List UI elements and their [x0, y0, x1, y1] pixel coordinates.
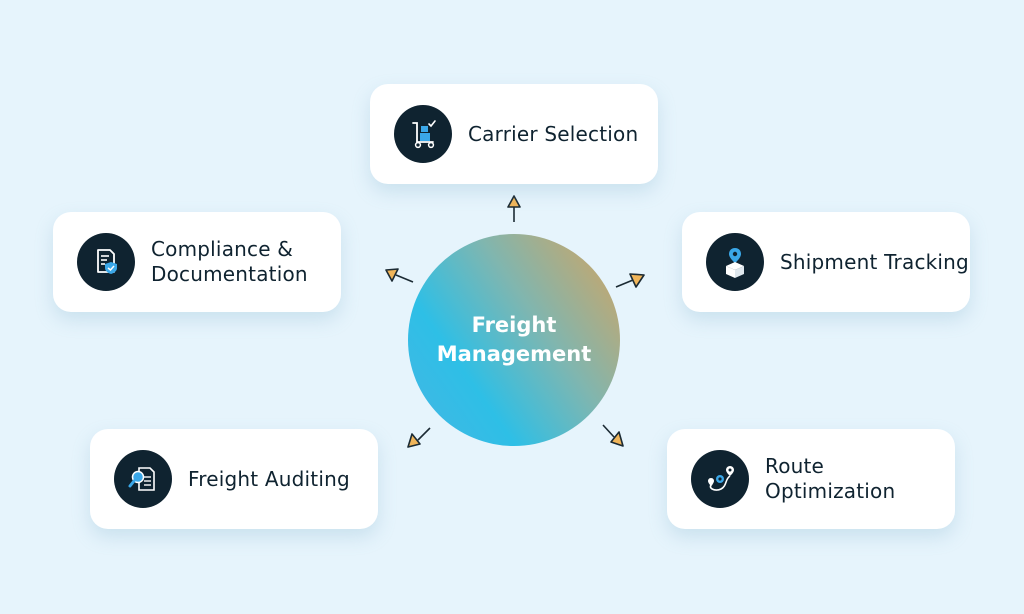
- hand-truck-boxes-icon: [394, 105, 452, 163]
- node-label-line2: Documentation: [151, 262, 308, 286]
- node-label: Carrier Selection: [468, 121, 639, 146]
- center-label: Freight Management: [434, 311, 594, 369]
- node-shipment-tracking: Shipment Tracking: [682, 212, 970, 312]
- magnifier-document-icon: [114, 450, 172, 508]
- route-gear-pins-icon: [691, 450, 749, 508]
- arrow-head-route: [610, 431, 624, 447]
- node-label: Shipment Tracking: [780, 249, 969, 274]
- node-label: Freight Auditing: [188, 466, 350, 491]
- node-carrier-selection: Carrier Selection: [370, 84, 658, 184]
- arrow-to-route: [602, 424, 615, 438]
- center-label-line1: Freight: [471, 313, 557, 337]
- center-label-line2: Management: [436, 342, 592, 366]
- arrow-to-tracking: [615, 279, 634, 288]
- arrow-to-compliance: [395, 274, 414, 283]
- arrow-head-auditing: [407, 433, 421, 448]
- package-location-pin-icon: [706, 233, 764, 291]
- node-label: Route Optimization: [765, 454, 896, 503]
- central-hub: Freight Management: [408, 234, 620, 446]
- node-label: Compliance & Documentation: [151, 237, 308, 287]
- arrow-to-auditing: [417, 427, 431, 441]
- node-compliance-documentation: Compliance & Documentation: [53, 212, 341, 312]
- arrow-head-compliance: [385, 268, 399, 282]
- arrow-head-carrier: [507, 195, 521, 208]
- arrow-head-tracking: [629, 273, 645, 288]
- node-freight-auditing: Freight Auditing: [90, 429, 378, 529]
- node-route-optimization: Route Optimization: [667, 429, 955, 529]
- document-shield-icon: [77, 233, 135, 291]
- node-label-line1: Compliance &: [151, 237, 294, 261]
